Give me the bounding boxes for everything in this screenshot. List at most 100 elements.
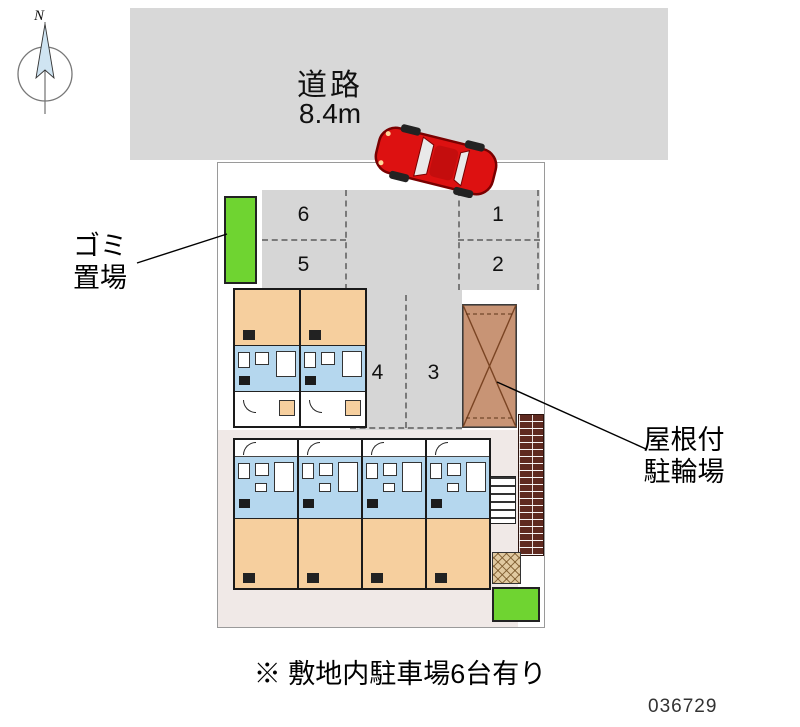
stall-divider [458, 239, 540, 241]
car-headlight [385, 131, 391, 137]
unit-room [299, 519, 361, 588]
unit-entry [363, 440, 425, 457]
stall-divider [405, 295, 407, 428]
furniture-mark [309, 330, 321, 340]
furniture-mark [307, 573, 319, 583]
unit-bathroom [235, 457, 297, 519]
stall-divider [458, 190, 460, 290]
fixture-dark [239, 499, 250, 508]
car-icon [374, 124, 498, 198]
door-arc-icon [309, 400, 322, 413]
parking-stall-2: 2 [492, 253, 504, 276]
sink [383, 463, 397, 476]
car-wheel [453, 186, 474, 198]
apartment-unit [233, 288, 301, 428]
washstand [255, 483, 267, 492]
washstand [319, 483, 331, 492]
furniture-mark [371, 573, 383, 583]
compass-needle [35, 23, 55, 80]
furniture-mark [435, 573, 447, 583]
unit-bathroom [299, 457, 361, 519]
fixture-dark [431, 499, 442, 508]
compass-north-label: N [33, 8, 44, 24]
unit-room [235, 519, 297, 588]
fixture-dark [303, 499, 314, 508]
unit-entry [301, 392, 365, 426]
apartment-unit [233, 438, 299, 590]
bike-label-line2: 駐輪場 [643, 457, 725, 488]
road-label: 道路 [297, 69, 363, 102]
car-windshield [413, 136, 435, 177]
unit-bathroom [301, 346, 365, 392]
car-wheel [389, 170, 410, 183]
garbage-area-label: ゴミ 置場 [58, 230, 142, 295]
fixture-dark [367, 499, 378, 508]
apartment-unit [297, 438, 363, 590]
bathtub [402, 462, 422, 492]
unit-entry [427, 440, 489, 457]
fixture-dark [305, 376, 316, 385]
entry-closet [279, 400, 295, 416]
apartment-unit [361, 438, 427, 590]
road-width-label: 8.4m [298, 98, 362, 129]
stall-divider [350, 427, 462, 429]
door-arc-icon [435, 442, 448, 455]
door-arc-icon [243, 442, 256, 455]
car-wheel [464, 140, 485, 152]
furniture-mark [243, 573, 255, 583]
covered-bicycle-parking [462, 304, 517, 428]
fixture-dark [239, 376, 250, 385]
parking-stall-4: 4 [371, 361, 384, 384]
toilet [304, 352, 316, 368]
parking-stall-6: 6 [297, 203, 310, 226]
bicycle-parking-label: 屋根付 駐輪場 [627, 424, 741, 489]
sink [255, 352, 269, 365]
furniture-mark [243, 330, 255, 340]
garbage-label-line2: 置場 [73, 263, 127, 294]
stall-divider [345, 190, 347, 290]
apartment-unit [299, 288, 367, 428]
unit-bathroom [363, 457, 425, 519]
unit-entry [235, 392, 299, 426]
unit-entry [235, 440, 297, 457]
stairs [487, 476, 516, 524]
sink [319, 463, 333, 476]
bathtub [338, 462, 358, 492]
stall-divider [537, 190, 539, 290]
toilet [238, 463, 250, 479]
unit-room [301, 290, 365, 346]
toilet [430, 463, 442, 479]
unit-bathroom [235, 346, 299, 392]
door-arc-icon [307, 442, 320, 455]
unit-bathroom [427, 457, 489, 519]
toilet [238, 352, 250, 368]
washstand [447, 483, 459, 492]
toilet [366, 463, 378, 479]
unit-room [235, 290, 299, 346]
plan-number: 036729 [648, 696, 718, 717]
hatched-pad [492, 552, 521, 584]
parking-stall-5: 5 [297, 253, 310, 276]
stall-divider [262, 239, 346, 241]
car-rear-window [453, 150, 471, 187]
door-arc-icon [243, 400, 256, 413]
bathtub [276, 351, 296, 377]
parking-stall-1: 1 [492, 203, 504, 226]
entry-closet [345, 400, 361, 416]
sink [255, 463, 269, 476]
garbage-label-line1: ゴミ [73, 231, 127, 261]
door-arc-icon [371, 442, 384, 455]
parking-stall-3: 3 [427, 361, 440, 384]
car-headlight [378, 160, 384, 166]
car-body-group [374, 124, 498, 198]
sink [321, 352, 335, 365]
bathtub [466, 462, 486, 492]
bathtub [274, 462, 294, 492]
toilet [302, 463, 314, 479]
sink [447, 463, 461, 476]
bathtub [342, 351, 362, 377]
garbage-pointer-line [136, 233, 228, 264]
brick-wall [518, 414, 544, 556]
planting-area-box [492, 587, 540, 622]
